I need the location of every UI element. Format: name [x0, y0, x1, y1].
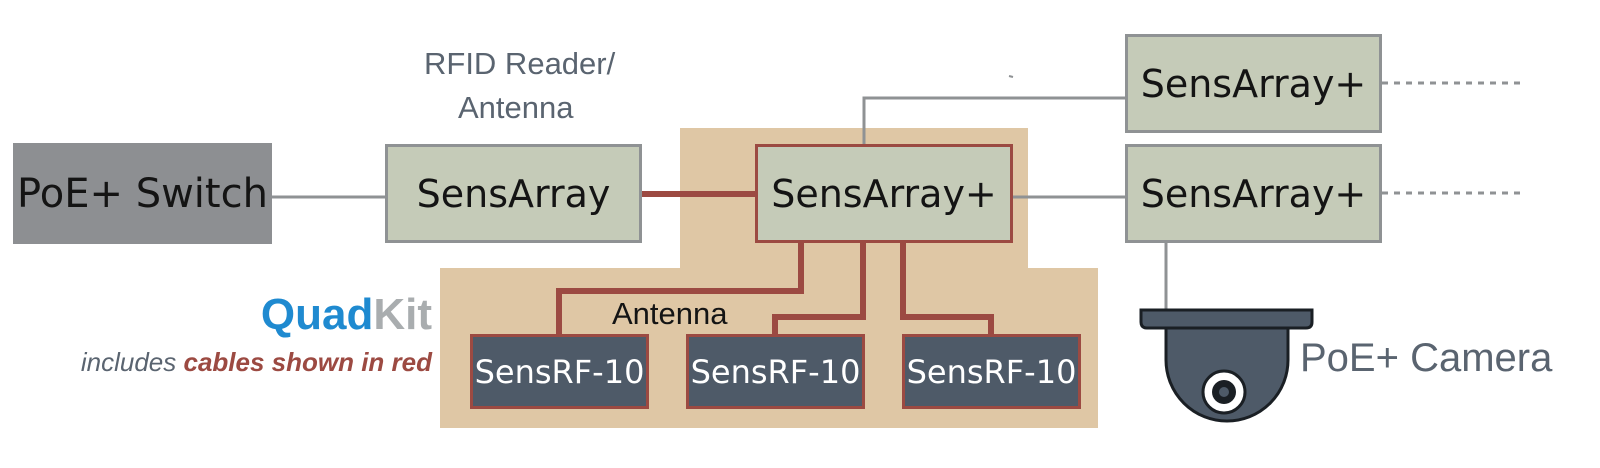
poe-switch-node: PoE+ Switch: [13, 143, 272, 244]
quadkit-includes: includes: [80, 347, 184, 377]
stray-mark: [1008, 75, 1014, 78]
quadkit-kit: Kit: [373, 290, 432, 339]
cable-center-to-top: [862, 96, 1126, 146]
rfid-reader-label-line2: Antenna: [458, 90, 574, 125]
sensrf-10-node-2: SensRF-10: [686, 334, 865, 409]
dashed-continuations: [1382, 81, 1520, 195]
sensrf-10-node-3: SensRF-10: [902, 334, 1081, 409]
red-cable-to-sensrf-1: [556, 243, 804, 334]
red-cables: [556, 191, 994, 334]
quadkit-title: QuadKit: [0, 290, 432, 340]
quadkit-quad: Quad: [260, 290, 374, 339]
antenna-label: Antenna: [612, 296, 728, 331]
poe-camera-label: PoE+ Camera: [1300, 336, 1553, 380]
dome-camera-icon: [1139, 308, 1314, 423]
gray-cables: [272, 96, 1168, 310]
quadkit-note: includes cables shown in red: [0, 347, 432, 378]
sensarray-plus-right-node: SensArray+: [1125, 144, 1382, 243]
red-cable-to-sensrf-2: [772, 243, 866, 334]
quadkit-cables-in-red: cables shown in red: [183, 347, 432, 377]
rfid-reader-label-line1: RFID Reader/: [424, 46, 616, 81]
sensarray-plus-top-node: SensArray+: [1125, 34, 1382, 133]
sensarray-plus-center-node: SensArray+: [755, 144, 1013, 243]
red-cable-to-sensrf-3: [900, 243, 994, 334]
sensrf-10-node-1: SensRF-10: [470, 334, 649, 409]
sensarray-node: SensArray: [385, 144, 642, 243]
